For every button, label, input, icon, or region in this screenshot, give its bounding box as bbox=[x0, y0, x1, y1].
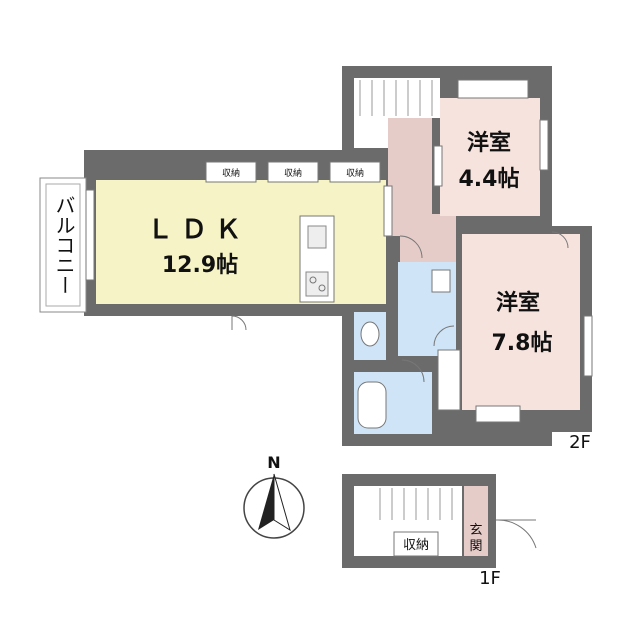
stairwell-2f bbox=[354, 78, 440, 118]
bathtub-icon bbox=[357, 381, 387, 429]
storage-label-1: 収納 bbox=[222, 167, 240, 179]
stair-landing bbox=[354, 118, 388, 148]
ldk-floor bbox=[96, 180, 386, 304]
balcony-label: バルコニー bbox=[52, 195, 76, 295]
windows bbox=[85, 119, 593, 377]
sink-icon bbox=[307, 225, 327, 249]
ldk-size: 12.9帖 bbox=[162, 253, 238, 278]
storage-label-3: 収納 bbox=[346, 167, 364, 179]
storage-closet-1 bbox=[205, 161, 257, 183]
storage-closet-2 bbox=[267, 161, 319, 183]
closet-large-room bbox=[475, 405, 521, 423]
balcony-inner bbox=[45, 183, 81, 307]
burner-icon bbox=[318, 284, 326, 292]
stove-icon bbox=[305, 271, 329, 297]
western-room-small bbox=[440, 98, 540, 216]
compass-north: N bbox=[267, 453, 280, 472]
storage-closet-3 bbox=[329, 161, 381, 183]
entrance-label-1: 玄 bbox=[469, 523, 482, 538]
closet-small-room bbox=[457, 79, 529, 99]
western-small-size: 4.4帖 bbox=[459, 167, 520, 192]
compass-needle-half bbox=[273, 473, 291, 532]
closet-hall bbox=[437, 349, 461, 411]
door-swings bbox=[231, 231, 569, 383]
storage-label-2: 収納 bbox=[284, 167, 302, 179]
corridor bbox=[388, 118, 456, 262]
entrance-label-2: 関 bbox=[469, 539, 482, 554]
western-large-size: 7.8帖 bbox=[492, 331, 553, 356]
western-small-name: 洋室 bbox=[467, 130, 511, 156]
toilet-icon bbox=[360, 321, 380, 347]
western-room-large bbox=[462, 234, 580, 410]
floor-label-1f: 1F bbox=[479, 568, 501, 589]
burner-icon bbox=[309, 276, 317, 284]
storage-1f-label: 収納 bbox=[403, 538, 429, 553]
compass-needle-icon bbox=[258, 474, 274, 530]
stair-treads-2f bbox=[359, 80, 433, 116]
stair-treads-1f bbox=[379, 488, 453, 520]
washbasin-icon bbox=[431, 269, 451, 293]
compass: N bbox=[243, 453, 305, 539]
ldk-name: ＬＤＫ bbox=[147, 215, 249, 245]
storage-1f bbox=[393, 531, 439, 557]
entrance bbox=[464, 486, 488, 556]
western-large-name: 洋室 bbox=[496, 290, 540, 316]
floor-label-2f: 2F bbox=[569, 432, 591, 453]
entrance-door-swing bbox=[495, 519, 537, 549]
